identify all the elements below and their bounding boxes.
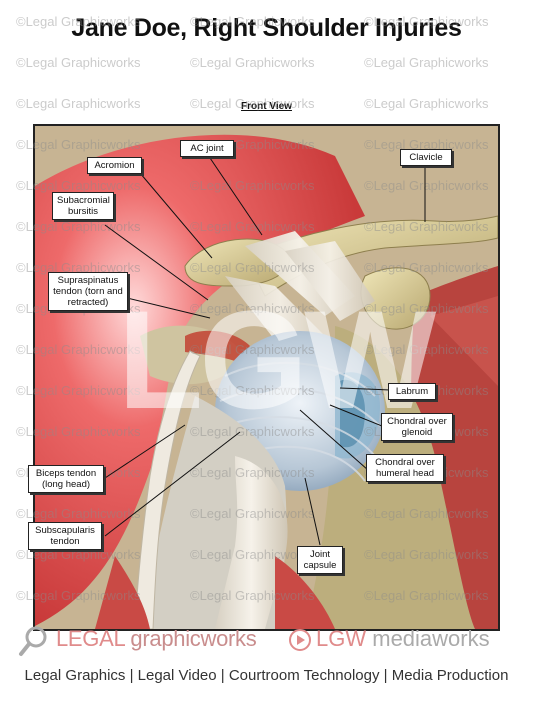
watermark-text: ©Legal Graphicworks: [190, 55, 315, 70]
label-supraspinatus-tendon: Supraspinatus tendon (torn and retracted…: [48, 272, 128, 311]
logo-graphicworks-word: graphicworks: [124, 626, 257, 651]
label-labrum: Labrum: [388, 383, 436, 400]
label-biceps-tendon: Biceps tendon (long head): [28, 465, 104, 493]
page-title: Jane Doe, Right Shoulder Injuries: [71, 14, 462, 42]
magnifier-icon: [19, 626, 47, 656]
label-ac-joint: AC joint: [180, 140, 234, 157]
footer-tagline: Legal Graphics | Legal Video | Courtroom…: [24, 667, 509, 684]
label-clavicle: Clavicle: [400, 149, 452, 166]
label-chondral-humeral-head: Chondral over humeral head: [366, 454, 444, 482]
logo-lgw-word: LGW: [316, 626, 367, 651]
label-subscapularis-tendon: Subscapularis tendon: [28, 522, 102, 550]
legal-graphicworks-logo: LEGAL graphicworks: [56, 626, 257, 652]
label-subacromial-bursitis: Subacromial bursitis: [52, 192, 114, 220]
watermark-text: ©Legal Graphicworks: [364, 55, 489, 70]
play-icon: [289, 629, 311, 651]
watermark-text: ©Legal Graphicworks: [16, 55, 141, 70]
lgw-mediaworks-logo: LGW mediaworks: [316, 626, 490, 652]
logo-legal-word: LEGAL: [56, 626, 125, 651]
logo-mediaworks-word: mediaworks: [366, 626, 490, 651]
label-chondral-glenoid: Chondral over glenoid: [381, 413, 453, 441]
label-joint-capsule: Joint capsule: [297, 546, 343, 574]
lgw-center-watermark: LGW: [117, 281, 437, 438]
footer-logos: LEGAL graphicworks LGW mediaworks: [16, 625, 521, 656]
view-label: Front View: [241, 101, 292, 112]
label-acromion: Acromion: [87, 157, 142, 174]
